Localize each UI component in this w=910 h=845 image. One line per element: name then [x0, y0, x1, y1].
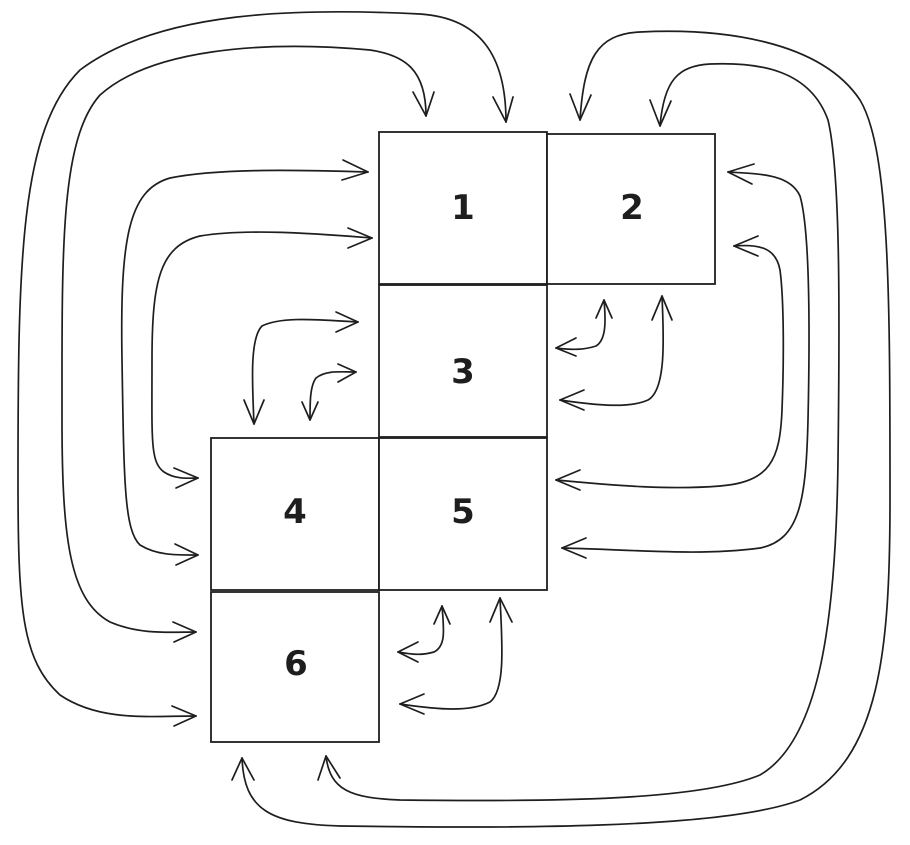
arrow-2-6-inner-head-a: [649, 99, 672, 127]
arrow-2-3-short-head-b: [555, 337, 577, 357]
face-2-rect: [546, 133, 716, 285]
face-4-rect: [210, 437, 380, 591]
face-1-rect: [378, 131, 548, 285]
face-6-rect: [210, 591, 380, 743]
face-6-box: 6: [210, 591, 380, 743]
arrow-2-6-outer-head-a: [569, 93, 592, 121]
arrow-2-3-long: [559, 295, 665, 407]
arrow-5-6-short: [397, 605, 445, 656]
face-5-rect: [378, 437, 548, 591]
arrow-2-3-long-head-a: [651, 295, 673, 321]
arrow-1-6-outer-head-b: [171, 705, 197, 727]
arrow-3-4-inner: [309, 370, 357, 421]
arrow-2-6-outer-head-b: [231, 757, 255, 781]
arrow-2-5-inner-head-a: [733, 235, 759, 257]
face-6-label: 6: [284, 644, 308, 684]
arrow-1-6-inner-head-a: [412, 91, 435, 117]
face-3-label: 3: [451, 352, 475, 392]
face-2-box: 2: [546, 133, 716, 285]
arrow-5-6-short-head-b: [397, 641, 419, 663]
arrow-1-6-inner: [61, 45, 427, 634]
arrow-1-4-inner-head-b: [173, 467, 199, 489]
arrow-1-4-outer: [120, 169, 369, 556]
connection-arrows: [17, 10, 891, 828]
arrow-1-4-outer-head-b: [174, 543, 199, 566]
arrow-1-4-inner: [151, 231, 373, 480]
arrow-1-6-outer: [17, 10, 507, 718]
arrow-1-4-inner-head-a: [347, 227, 373, 249]
arrow-3-4-outer-head-a: [335, 311, 359, 333]
face-2-label: 2: [620, 188, 644, 228]
cube-faces: 1 2 3 4 5 6: [210, 131, 716, 743]
face-1-label: 1: [451, 188, 475, 228]
arrow-3-4-outer-head-b: [243, 399, 265, 425]
arrow-5-6-long-head-a: [489, 597, 513, 623]
arrow-2-3-long-head-b: [559, 389, 585, 411]
arrow-2-6-inner: [325, 62, 840, 802]
arrow-5-6-long: [399, 597, 503, 710]
arrow-5-6-long-head-b: [399, 693, 425, 715]
face-5-label: 5: [451, 492, 475, 532]
face-3-rect: [378, 284, 548, 438]
arrow-1-4-outer-head-a: [341, 159, 369, 181]
arrow-2-5-inner-head-b: [555, 469, 581, 491]
arrow-3-4-outer: [251, 318, 359, 425]
arrow-2-3-short-head-a: [595, 299, 613, 319]
face-4-label: 4: [283, 492, 307, 532]
arrow-2-3-short: [555, 299, 606, 351]
face-5-box: 5: [378, 437, 548, 591]
arrow-1-6-inner-head-b: [172, 621, 197, 643]
arrow-3-4-inner-head-b: [301, 401, 319, 421]
face-1-box: 1: [378, 131, 548, 285]
arrow-2-6-outer: [241, 30, 891, 828]
face-4-box: 4: [210, 437, 380, 591]
arrow-2-5-inner: [555, 244, 785, 489]
arrow-2-5-outer-head-a: [727, 163, 755, 185]
arrow-3-4-inner-head-a: [337, 363, 357, 383]
face-3-box: 3: [378, 284, 548, 438]
arrow-2-5-outer-head-b: [561, 537, 587, 559]
arrow-1-6-outer-head-a: [492, 96, 514, 123]
arrow-2-6-inner-head-b: [317, 755, 341, 781]
arrow-2-5-outer: [561, 171, 810, 553]
arrow-5-6-short-head-a: [433, 605, 451, 625]
